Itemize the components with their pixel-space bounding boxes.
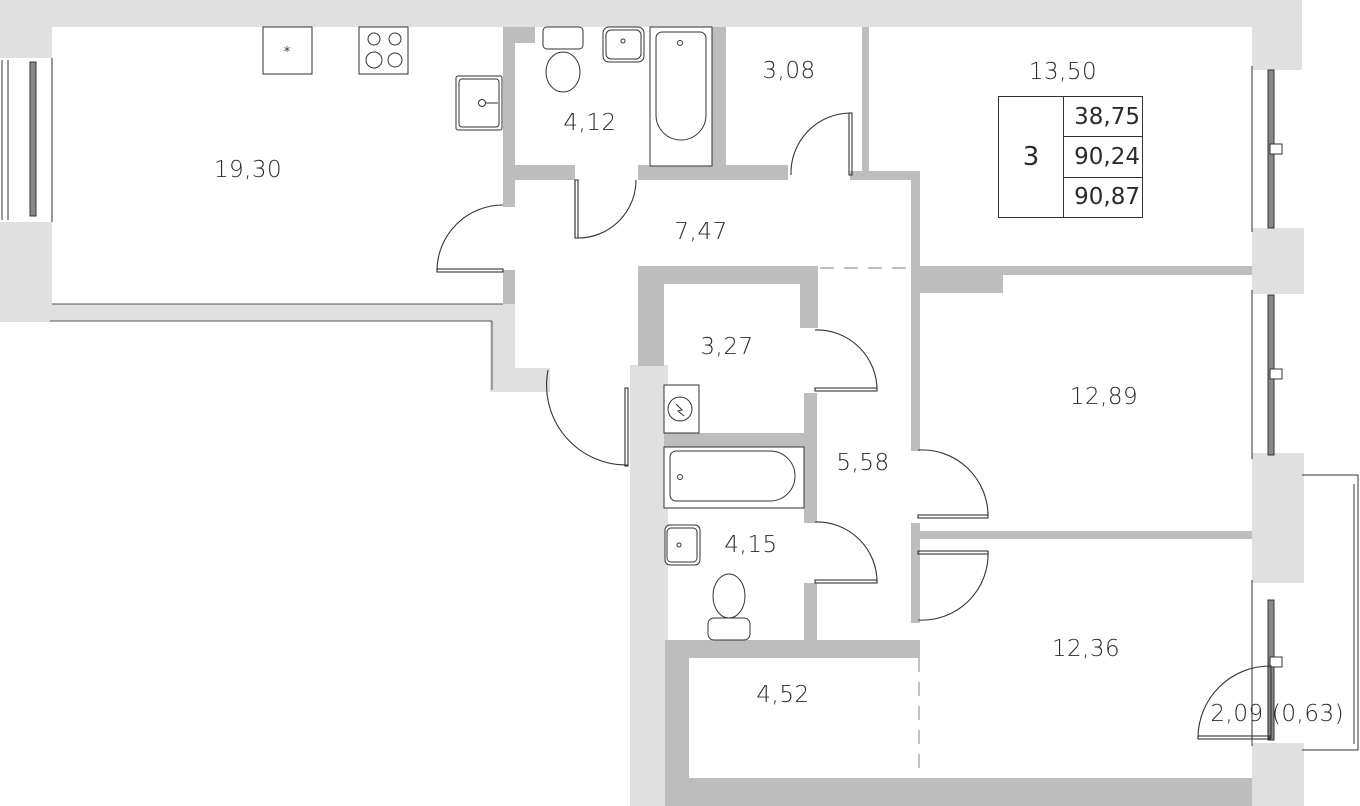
windows-right <box>1251 66 1283 746</box>
bathtub-2-icon <box>663 446 805 509</box>
stove-icon <box>358 26 409 75</box>
total-area-with-balcony: 90,87 <box>1074 184 1140 211</box>
doors <box>436 112 1272 740</box>
kitchen-sink-icon <box>455 75 503 131</box>
svg-text:*: * <box>284 45 291 60</box>
room-area-closet-1: 3,08 <box>762 58 816 84</box>
room-area-bedroom-3: 12,36 <box>1051 636 1121 662</box>
toilet-icon <box>542 26 584 93</box>
room-area-kitchen-living: 19,30 <box>213 157 283 183</box>
area-summary-table: 3 38,75 90,24 90,87 <box>998 96 1143 218</box>
outline-lines <box>50 303 503 390</box>
room-area-bathroom-1: 4,12 <box>563 110 617 136</box>
room-area-balcony-reduced: (0,63) <box>1271 701 1345 727</box>
exterior-walls <box>0 0 1304 806</box>
window-left <box>1 58 53 222</box>
room-area-storage: 4,52 <box>756 682 810 708</box>
room-area-bedroom-1: 13,50 <box>1028 59 1098 85</box>
room-count: 3 <box>999 97 1064 217</box>
water-heater-icon <box>663 384 700 434</box>
room-area-laundry: 3,27 <box>700 334 754 360</box>
area-values: 38,75 90,24 90,87 <box>1064 97 1142 217</box>
dashed-separators <box>820 267 920 778</box>
fridge-icon: * <box>262 26 313 75</box>
bathroom-sink-icon <box>602 26 645 63</box>
living-area: 38,75 <box>1064 97 1142 138</box>
room-area-hallway: 7,47 <box>674 219 728 245</box>
room-area-corridor: 5,58 <box>836 450 890 476</box>
bathtub-icon <box>649 26 713 167</box>
room-area-bedroom-2: 12,89 <box>1069 384 1139 410</box>
room-area-balcony: 2,09 <box>1210 701 1264 727</box>
toilet-2-icon <box>707 573 751 641</box>
interior-walls <box>503 27 1252 806</box>
total-area: 90,24 <box>1064 137 1142 178</box>
bathroom-2-sink-icon <box>664 524 701 566</box>
room-area-bathroom-2: 4,15 <box>724 532 778 558</box>
balcony <box>1302 474 1359 751</box>
